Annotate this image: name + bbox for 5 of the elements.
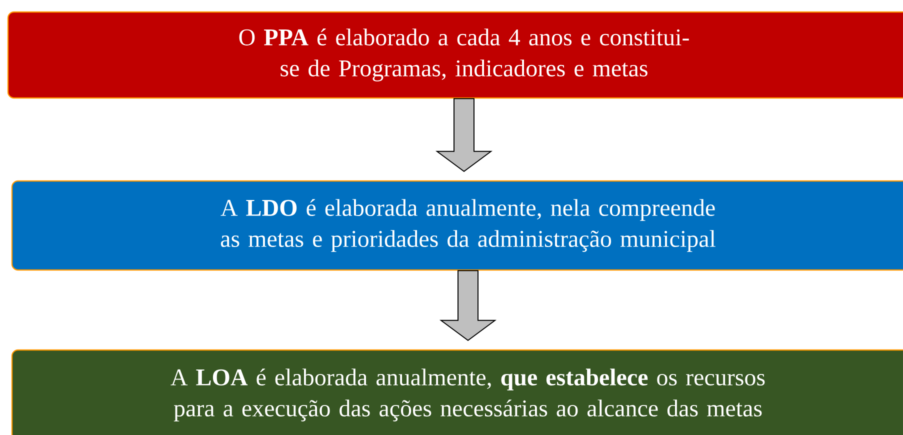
block-arrow (439, 270, 497, 341)
process-box: A LOA é elaborada anualmente, que estabelece os recursos para a execução das ações necessárias ao alcance das metas (11, 349, 903, 435)
process-box: O PPA é elaborado a cada 4 anos e constitui-se de Programas, indicadores e metas (7, 11, 903, 99)
block-arrow (435, 98, 493, 172)
process-box: A LDO é elaborada anualmente, nela compreende as metas e prioridades da administração municipal (11, 180, 903, 271)
